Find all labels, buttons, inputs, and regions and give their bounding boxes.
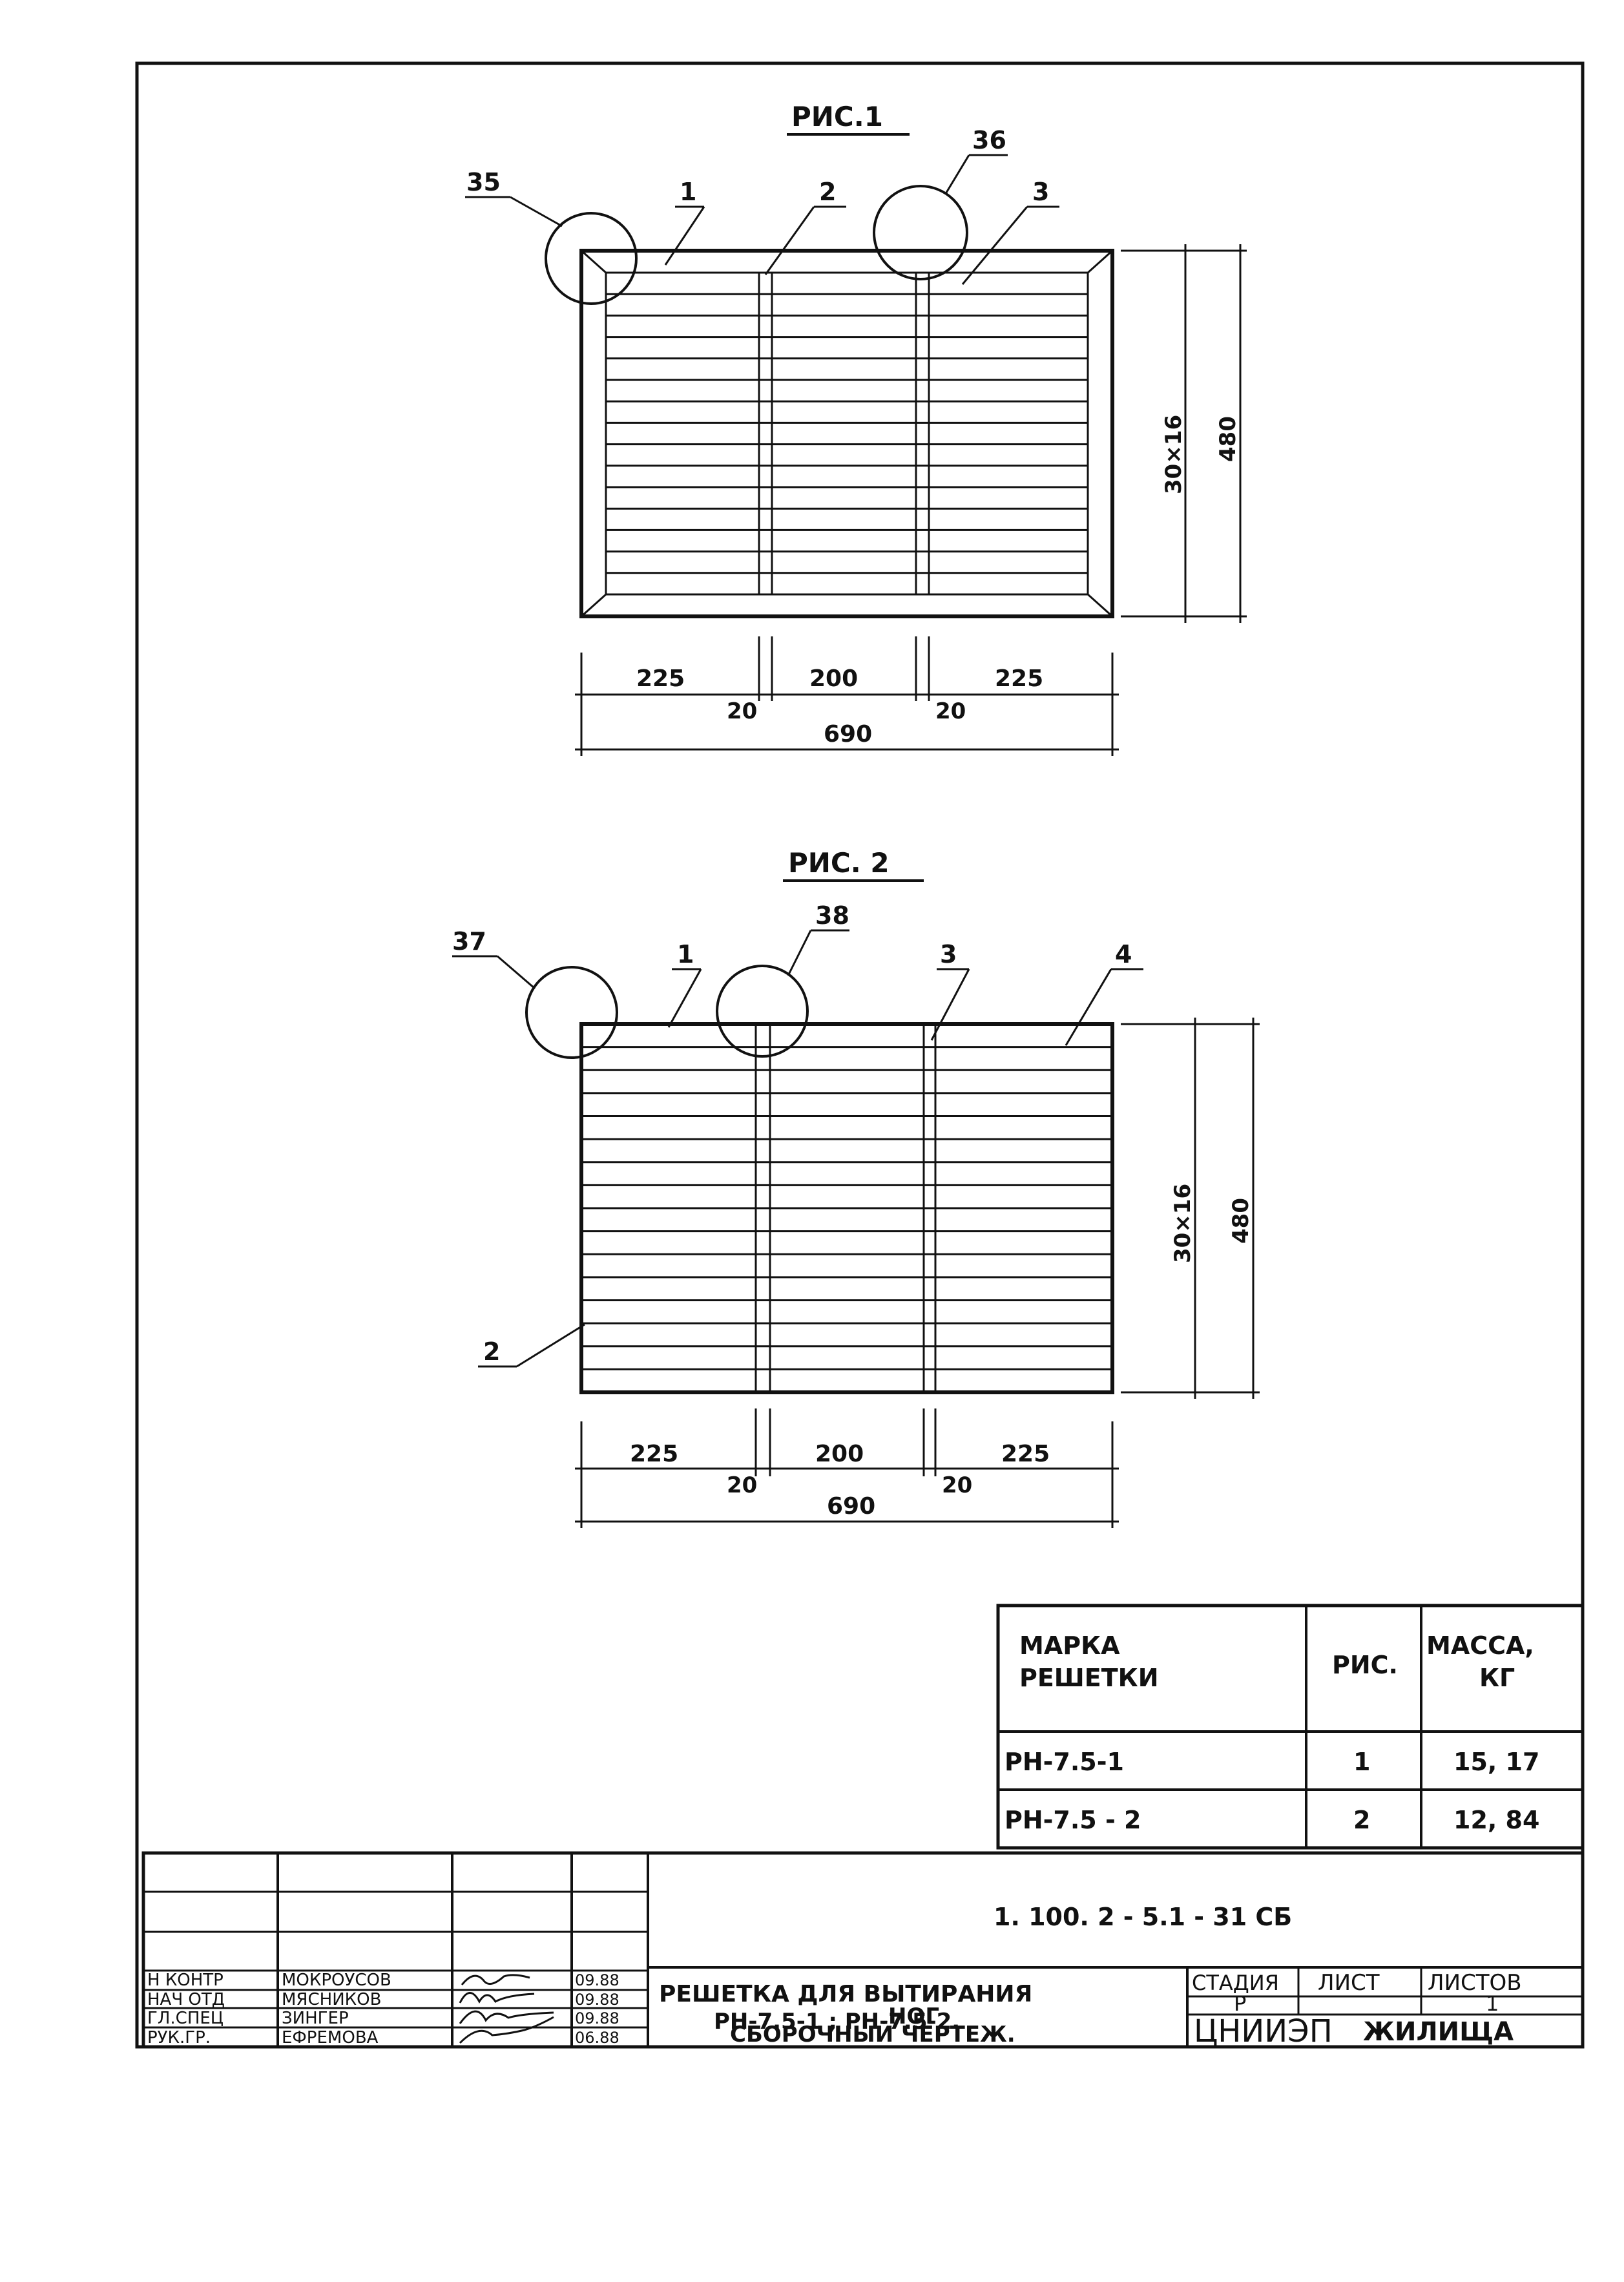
role-4: РУК.ГР.: [147, 2028, 211, 2047]
figure-1-caption: РИС.1: [791, 101, 883, 132]
figure-2-caption: РИС. 2: [788, 847, 890, 879]
detail-circle-38: [716, 965, 809, 1058]
title-line-3: РН-7.5-1 ; РН-7.5-2.: [714, 2009, 960, 2035]
role-1: Н КОНТР: [147, 1971, 224, 1990]
title-line-4: СБОРОЧНЫЙ ЧЕРТЕЖ.: [730, 2021, 1015, 2047]
title-line-1: РЕШЕТКА ДЛЯ ВЫТИРАНИЯ: [659, 1981, 1032, 2007]
dim-fig1-30x16: 30×16: [1161, 415, 1187, 494]
fig-header: РИС.: [1332, 1651, 1398, 1679]
organization-a: ЦНИИЭП: [1194, 2013, 1333, 2049]
mark-table: МАРКА РЕШЕТКИ РИС. МАССА, КГ РН-7.5-1 1 …: [996, 1604, 1585, 1850]
date-4: 06.88: [575, 2029, 619, 2047]
fig-row-2: 2: [1353, 1806, 1370, 1834]
mark-row-2: РН-7.5 - 2: [1005, 1806, 1141, 1834]
dim-fig2-20-left: 20: [727, 1472, 757, 1498]
signature-3: [459, 2010, 554, 2024]
role-2: НАЧ ОТД: [147, 1990, 225, 2009]
fig-row-1: 1: [1353, 1748, 1370, 1776]
mark-header-l1: МАРКА: [1019, 1631, 1120, 1660]
mass-header-l1: МАССА,: [1426, 1631, 1534, 1660]
callout-fig2-3: 3: [940, 940, 957, 968]
dim-fig1-200: 200: [809, 665, 858, 692]
grate-2-slats: [581, 1046, 1112, 1370]
dim-fig2-690: 690: [827, 1493, 875, 1520]
mass-header-l2: КГ: [1479, 1664, 1515, 1692]
date-2: 09.88: [575, 1991, 619, 2009]
figure-2: РИС. 2 37 38 1 3 4 2 30×16 480: [452, 847, 1260, 1528]
detail-circle-37: [525, 966, 618, 1059]
dim-fig1-225-left: 225: [636, 665, 685, 692]
date-3: 09.88: [575, 2009, 619, 2027]
mass-row-2: 12, 84: [1453, 1806, 1539, 1834]
sheets-header: ЛИСТОВ: [1428, 1970, 1522, 1996]
callout-38: 38: [815, 901, 849, 930]
callout-fig1-2: 2: [819, 178, 836, 206]
detail-circle-35: [545, 212, 638, 305]
role-3: ГЛ.СПЕЦ: [147, 2009, 224, 2028]
mark-row-1: РН-7.5-1: [1005, 1748, 1124, 1776]
callout-fig2-2: 2: [483, 1337, 500, 1366]
callout-fig1-3: 3: [1032, 178, 1049, 206]
name-2: МЯСНИКОВ: [282, 1990, 381, 2009]
figure-1: РИС.1 35 36 1 2 3 3: [465, 101, 1247, 756]
dim-fig2-20-right: 20: [942, 1472, 972, 1498]
callout-fig1-1: 1: [680, 178, 696, 206]
signature-1: [461, 1974, 530, 1985]
title-block: 1. 100. 2 - 5.1 - 31 СБ РЕШЕТКА ДЛЯ ВЫТИ…: [141, 1851, 1585, 2049]
dim-fig2-200: 200: [815, 1441, 864, 1467]
sheet-header: ЛИСТ: [1318, 1970, 1380, 1996]
signature-4: [459, 2016, 554, 2044]
title-line-2: НОГ: [888, 2004, 939, 2029]
organization-b: ЖИЛИЩА: [1363, 2017, 1514, 2047]
dim-fig2-30x16: 30×16: [1170, 1184, 1196, 1263]
dim-fig2-225-left: 225: [630, 1441, 678, 1467]
callout-fig2-4: 4: [1115, 940, 1132, 968]
mass-row-1: 15, 17: [1453, 1748, 1539, 1776]
callout-36: 36: [972, 126, 1006, 154]
dim-fig1-480: 480: [1215, 416, 1241, 462]
stage-value: Р: [1234, 1991, 1246, 2016]
dim-fig1-20-right: 20: [935, 698, 966, 724]
date-1: 09.88: [575, 1971, 619, 1989]
mark-header-l2: РЕШЕТКИ: [1019, 1664, 1159, 1692]
stage-header: СТАДИЯ: [1192, 1971, 1279, 1995]
dim-fig1-225-right: 225: [995, 665, 1043, 692]
sheets-value: 1: [1486, 1991, 1499, 2016]
callout-37: 37: [452, 927, 486, 956]
name-4: ЕФРЕМОВА: [282, 2028, 379, 2047]
dim-fig2-225-right: 225: [1001, 1441, 1050, 1467]
callout-35: 35: [466, 168, 501, 196]
detail-circle-36: [873, 185, 968, 280]
name-1: МОКРОУСОВ: [282, 1971, 391, 1990]
grate-1-slats: [606, 293, 1088, 574]
name-3: ЗИНГЕР: [282, 2009, 349, 2028]
dim-fig1-20-left: 20: [727, 698, 757, 724]
dim-fig2-480: 480: [1228, 1198, 1254, 1244]
callout-fig2-1: 1: [677, 940, 694, 968]
grate-1-outline: [579, 249, 1114, 618]
dim-fig1-690: 690: [824, 721, 872, 748]
signature-2: [459, 1992, 535, 2004]
doc-code: 1. 100. 2 - 5.1 - 31 СБ: [994, 1903, 1292, 1931]
